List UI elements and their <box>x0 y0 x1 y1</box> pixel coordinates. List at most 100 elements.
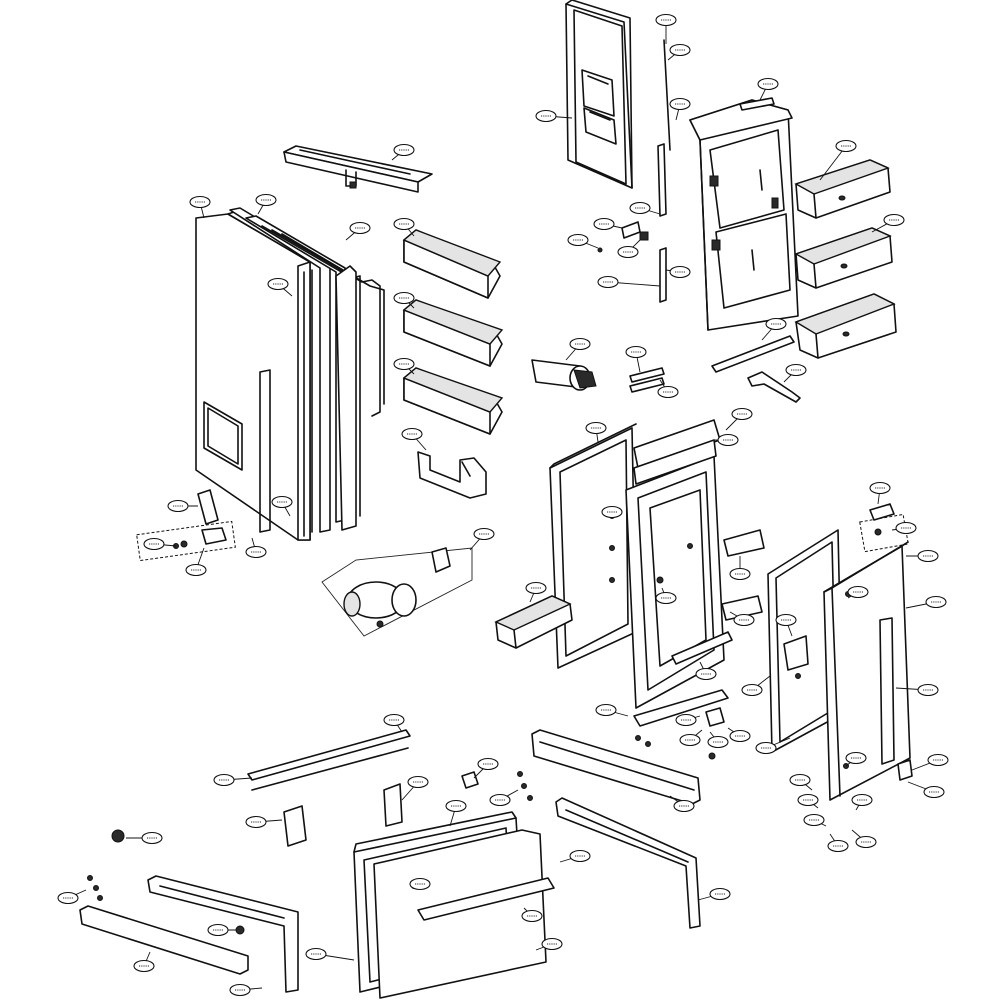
callout-bubble <box>679 729 703 747</box>
dairy-bins <box>794 159 897 359</box>
callout-bubble <box>669 97 691 121</box>
callout-bubble <box>489 789 519 807</box>
left-door-assembly <box>195 207 385 541</box>
callout-bubble <box>213 773 253 787</box>
small-parts-lower <box>111 771 533 847</box>
door-bin-1 <box>402 229 502 299</box>
callout-bubble <box>535 109 573 123</box>
callout-bubble <box>757 77 779 101</box>
callout-bubble <box>267 277 293 297</box>
callout-bubble <box>761 317 787 341</box>
callout-bubble <box>185 547 207 577</box>
callout-bubble <box>729 556 751 581</box>
freezer-drawer-door <box>353 811 555 999</box>
callout-bubble <box>827 833 849 853</box>
door-bin-2 <box>402 299 504 367</box>
door-liner <box>609 419 733 709</box>
left-door-bins <box>402 229 504 499</box>
callout-bubble <box>229 983 263 997</box>
callout-bubble <box>667 43 691 61</box>
callout-bubble <box>871 213 905 233</box>
callout-bubble <box>305 947 355 961</box>
callout-bubble <box>819 139 857 181</box>
callout-bubble <box>559 849 591 863</box>
callout-bubble <box>409 877 431 891</box>
callout-bubble <box>657 379 679 399</box>
callout-bubble <box>775 613 797 637</box>
callout-bubble <box>895 683 939 697</box>
callout-bubble <box>729 611 755 627</box>
callout-bubble <box>593 217 623 231</box>
callout-bubble <box>797 793 819 809</box>
water-filter <box>531 359 597 391</box>
pump-motor-assembly <box>321 547 473 637</box>
top-cover <box>283 145 433 193</box>
dairy-bin-1 <box>794 159 891 219</box>
dairy-bin-3 <box>794 293 897 359</box>
callout-bubble <box>271 495 293 517</box>
callout-bubble <box>669 795 695 813</box>
callout-bubble <box>905 595 947 609</box>
callout-bubble <box>906 549 939 563</box>
drawer-gasket-strip <box>247 729 411 791</box>
callout-bubble <box>851 793 873 811</box>
callout-bubble <box>655 587 677 605</box>
callout-bubble <box>57 889 87 905</box>
side-shelf-brackets <box>721 529 765 621</box>
callout-bubble <box>783 363 807 383</box>
callout-bubble <box>714 433 739 447</box>
rail-and-tool <box>629 335 801 403</box>
callout-bubble <box>707 731 729 749</box>
callout-bubble <box>535 937 563 951</box>
callout-bubble <box>697 887 731 901</box>
callout-bubble <box>617 239 641 259</box>
callout-bubble <box>665 265 691 279</box>
callout-bubble <box>469 527 495 551</box>
dispenser-door-panel <box>565 0 633 189</box>
callout-bubble <box>401 775 429 801</box>
callout-bubble <box>207 923 236 937</box>
callout-bubble <box>391 143 415 161</box>
callout-bubble <box>595 703 629 717</box>
callout-bubble <box>755 737 791 755</box>
inner-door-frame <box>549 423 637 669</box>
leader-line <box>819 145 847 181</box>
callout-bubble <box>245 537 267 559</box>
callout-bubble <box>727 727 751 743</box>
callout-bubble <box>869 481 891 505</box>
bracket-part <box>417 451 487 499</box>
dairy-bin-2 <box>794 227 893 289</box>
callout-bubble <box>725 407 753 431</box>
callout-bubble <box>393 357 415 375</box>
callout-bubble <box>445 799 467 827</box>
ice-chute-rod <box>597 39 671 303</box>
door-gasket <box>229 207 331 533</box>
door-bin-3 <box>402 367 504 435</box>
callout-bubble <box>851 829 877 849</box>
door-bottom-rail <box>633 689 729 760</box>
callout-bubble <box>789 773 813 791</box>
callout-bubble <box>845 751 867 767</box>
callout-bubble <box>629 201 661 215</box>
left-hinge-group <box>136 489 236 562</box>
drawer-slide-right <box>531 729 701 929</box>
callout-bubble <box>393 291 415 309</box>
callout-bubble <box>345 221 371 241</box>
ice-bucket-housing <box>689 97 799 331</box>
callout-bubble <box>167 499 198 513</box>
callout-bubble <box>891 521 917 535</box>
callout-bubble <box>521 907 543 923</box>
callout-bubble <box>525 581 547 603</box>
callout-bubble <box>567 233 599 249</box>
callout-bubble <box>126 831 163 845</box>
callout-bubble <box>473 757 499 779</box>
callout-bubble <box>597 275 661 289</box>
callout-bubble <box>911 753 949 771</box>
drawer-slide-left <box>79 875 299 993</box>
callout-bubble <box>695 661 717 681</box>
tray-left <box>494 595 573 649</box>
callout-bubble <box>585 421 607 443</box>
callout-bubble <box>675 713 701 727</box>
